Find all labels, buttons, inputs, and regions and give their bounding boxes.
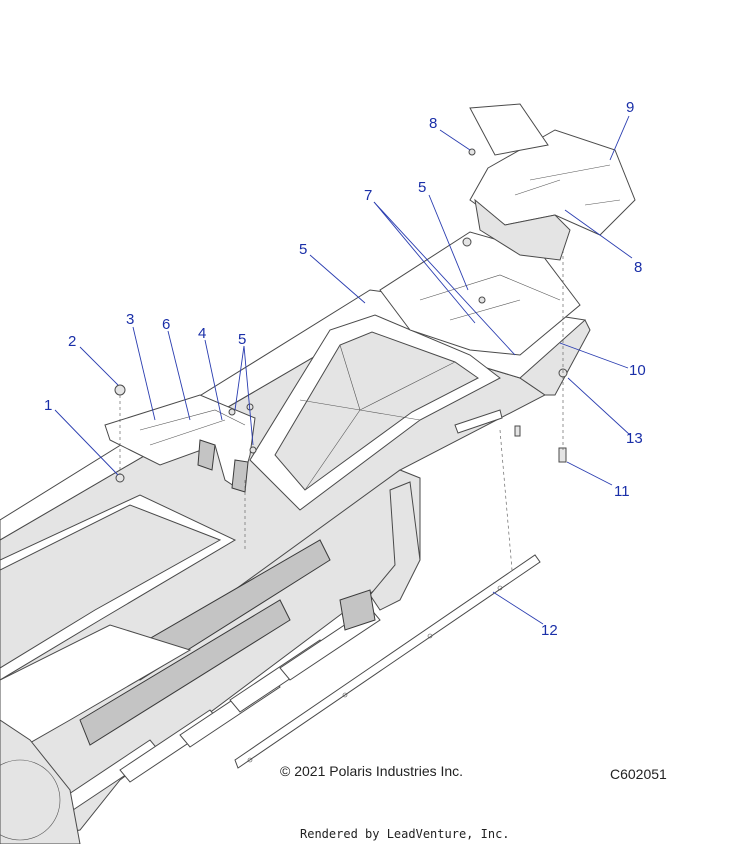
callout-10: 10 — [629, 362, 646, 379]
callout-7: 7 — [364, 187, 372, 204]
callout-13: 13 — [626, 430, 643, 447]
copyright-notice: © 2021 Polaris Industries Inc. — [280, 763, 464, 779]
leader-lines — [54, 115, 633, 625]
fasteners — [114, 148, 568, 483]
tunnel-assembly — [0, 231, 591, 844]
callout-3: 3 — [126, 311, 134, 328]
callout-2: 2 — [68, 333, 76, 350]
callout-4: 4 — [198, 325, 206, 342]
callout-9: 9 — [626, 99, 634, 116]
callout-8-right: 8 — [634, 259, 642, 276]
callout-5-right: 5 — [418, 179, 426, 196]
callout-1: 1 — [44, 397, 52, 414]
callout-6: 6 — [162, 316, 170, 333]
rack-bracket — [104, 394, 256, 493]
rear-bumper-assembly — [469, 103, 636, 261]
diagram-id: C602051 — [610, 766, 667, 782]
assembly-paths — [119, 250, 564, 571]
callout-12: 12 — [541, 622, 558, 639]
callout-5-left: 5 — [238, 331, 246, 348]
callout-8-top: 8 — [429, 115, 437, 132]
protector-strip — [234, 554, 541, 769]
callout-11: 11 — [614, 483, 630, 500]
callout-5-center: 5 — [299, 241, 307, 258]
callout-labels: 1 2 3 6 4 5 5 7 5 8 9 8 10 13 11 12 — [44, 99, 646, 639]
rendered-by-credit: Rendered by LeadVenture, Inc. — [300, 827, 510, 841]
